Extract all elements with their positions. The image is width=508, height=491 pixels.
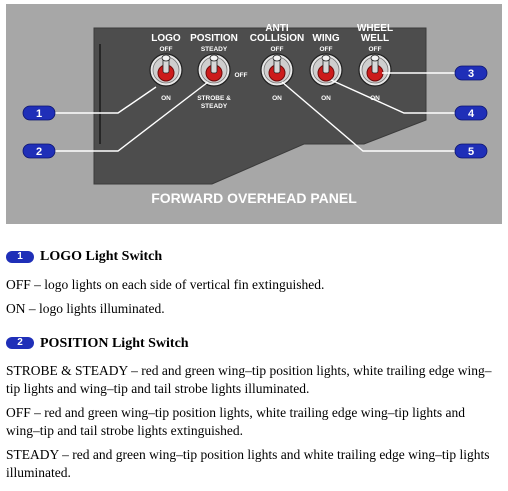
- leader-line: [53, 86, 157, 114]
- callout-pill: [22, 105, 56, 121]
- panel-title: FORWARD OVERHEAD PANEL: [151, 190, 357, 206]
- switch-top-position-label: OFF: [320, 46, 333, 53]
- callout-1: 1: [22, 86, 157, 121]
- switch-lever-tip: [209, 54, 219, 62]
- paragraph: ON – logo lights illuminated.: [6, 301, 165, 316]
- switch-lever-tip: [272, 54, 282, 62]
- callout-pill: [454, 105, 488, 121]
- toggle-switch: WING OFF ON: [309, 33, 343, 102]
- description-text: 1 LOGO Light Switch OFF – logo lights on…: [6, 248, 502, 488]
- section-heading: 2 POSITION Light Switch: [6, 335, 502, 353]
- callout-4: 4: [330, 79, 488, 121]
- switch-top-position-label: OFF: [271, 46, 284, 53]
- leader-line: [330, 79, 457, 114]
- paragraph: STROBE & STEADY – red and green wing–tip…: [6, 363, 492, 396]
- switch-name-label: WHEEL: [357, 23, 393, 34]
- leader-line: [53, 81, 209, 152]
- section-title: LOGO Light Switch: [40, 249, 163, 264]
- callout-pill: [22, 143, 56, 159]
- callout-badge: 2: [6, 337, 34, 350]
- overhead-panel-diagram: FORWARD OVERHEAD PANEL LOGO OFF ON POSITION…: [6, 4, 502, 224]
- callout-badge: 1: [6, 250, 34, 263]
- switch-right-position-label: OFF: [235, 72, 248, 79]
- callout-number: 2: [36, 146, 42, 158]
- callout-3: 3: [382, 65, 488, 81]
- section-heading: 1 LOGO Light Switch: [6, 248, 502, 266]
- switch-top-position-label: OFF: [369, 46, 382, 53]
- section-logo: 1 LOGO Light Switch OFF – logo lights on…: [6, 248, 502, 318]
- switch-bottom-position-label: ON: [272, 95, 282, 102]
- switch-name-label: ANTI: [265, 23, 289, 34]
- section-position: 2 POSITION Light Switch STROBE & STEADY …: [6, 335, 502, 482]
- switch-top-position-label: OFF: [160, 46, 173, 53]
- switch-bottom-position-label: STROBE &: [197, 95, 231, 102]
- callout-5: 5: [281, 81, 488, 159]
- switch-bottom-position-label: STEADY: [201, 103, 228, 110]
- switch-name-label: WING: [312, 33, 339, 44]
- callout-2: 2: [22, 81, 209, 159]
- paragraph: OFF – logo lights on each side of vertic…: [6, 276, 325, 292]
- switch-name-label: WELL: [361, 33, 389, 44]
- section-title: POSITION Light Switch: [40, 335, 189, 351]
- callout-pill: [454, 65, 488, 81]
- toggle-switch: LOGO OFF ON: [149, 33, 183, 102]
- callout-pill: [454, 143, 488, 159]
- switch-lever-tip: [370, 54, 380, 62]
- switch-bottom-position-label: ON: [321, 95, 331, 102]
- switch-bottom-position-label: ON: [370, 95, 380, 102]
- switch-name-label: LOGO: [151, 33, 181, 44]
- switch-bottom-position-label: ON: [161, 95, 171, 102]
- switch-lever-tip: [321, 54, 331, 62]
- switch-top-position-label: STEADY: [201, 46, 228, 53]
- callout-number: 3: [468, 68, 474, 80]
- callout-number: 1: [36, 108, 42, 120]
- callout-number: 4: [468, 108, 475, 120]
- paragraph: STEADY – red and green wing–tip position…: [6, 447, 490, 480]
- callout-number: 5: [468, 146, 474, 158]
- leader-line: [281, 81, 457, 152]
- switch-name-label: COLLISION: [250, 33, 304, 44]
- switch-lever-tip: [161, 54, 171, 62]
- paragraph: OFF – red and green wing–tip position li…: [6, 405, 465, 438]
- switch-name-label: POSITION: [190, 33, 238, 44]
